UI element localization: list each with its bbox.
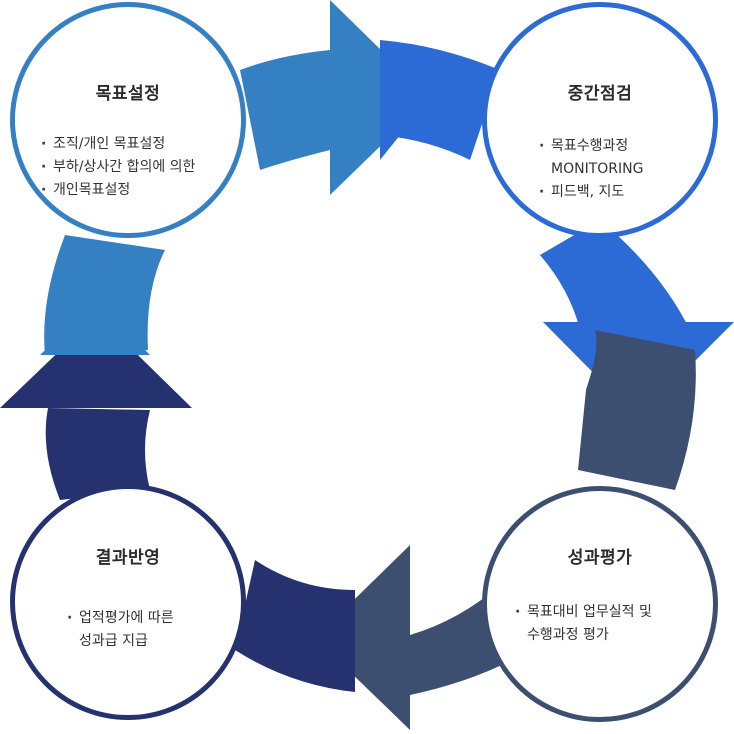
node-result-bullets: 업적평가에 따른 성과급 지급: [67, 607, 174, 653]
node-midterm-bullet-3: 피드백, 지도: [539, 181, 643, 204]
arrow-result-to-goal-notch: [40, 300, 150, 355]
node-evaluation-bullet-2: 수행과정 평가: [527, 627, 609, 643]
node-midterm-bullets: 목표수행과정 MONITORING 피드백, 지도: [539, 135, 643, 204]
node-goal-bullets: 조직/개인 목표설정 부하/상사간 합의에 의한 개인목표설정: [41, 133, 195, 202]
node-evaluation-title: 성과평가: [567, 548, 633, 568]
node-performance-evaluation: 성과평가 목표대비 업무실적 및 수행과정 평가: [482, 486, 718, 722]
node-midterm-check: 중간점검 목표수행과정 MONITORING 피드백, 지도: [482, 2, 718, 238]
arrow-midterm-to-evaluation-head2: [586, 345, 695, 418]
node-goal-bullet-1: 조직/개인 목표설정: [41, 133, 195, 156]
node-goal-bullet-2: 부하/상사간 합의에 의한: [41, 156, 195, 179]
node-midterm-bullet-1: 목표수행과정: [539, 135, 643, 158]
arrow-midterm-to-evaluation-body: [540, 220, 690, 330]
node-result-title: 결과반영: [95, 548, 161, 568]
node-goal-setting: 목표설정 조직/개인 목표설정 부하/상사간 합의에 의한 개인목표설정: [10, 2, 246, 238]
node-midterm-bullet-2: MONITORING: [551, 161, 644, 177]
arrow-goal-to-midterm-tail: [380, 40, 500, 160]
arrow-evaluation-to-result-tail: [235, 560, 355, 692]
node-goal-bullet-3: 개인목표설정: [41, 179, 195, 202]
node-goal-title: 목표설정: [95, 84, 161, 104]
arrow-goal-to-midterm-head2: [380, 40, 430, 160]
arrow-result-to-goal-head: [0, 315, 192, 408]
node-result-reflection: 결과반영 업적평가에 따른 성과급 지급: [10, 484, 246, 720]
arrow-evaluation-to-result-head: [315, 545, 410, 730]
node-result-bullet-2: 성과급 지급: [79, 633, 148, 649]
node-midterm-title: 중간점검: [567, 84, 633, 104]
node-evaluation-bullet-1: 목표대비 업무실적 및: [515, 601, 652, 624]
arrow-result-to-goal-body: [45, 408, 150, 500]
node-result-bullet-1: 업적평가에 따른: [67, 607, 174, 630]
node-evaluation-bullets: 목표대비 업무실적 및 수행과정 평가: [515, 601, 652, 647]
arrow-goal-to-midterm-left: [240, 50, 330, 170]
